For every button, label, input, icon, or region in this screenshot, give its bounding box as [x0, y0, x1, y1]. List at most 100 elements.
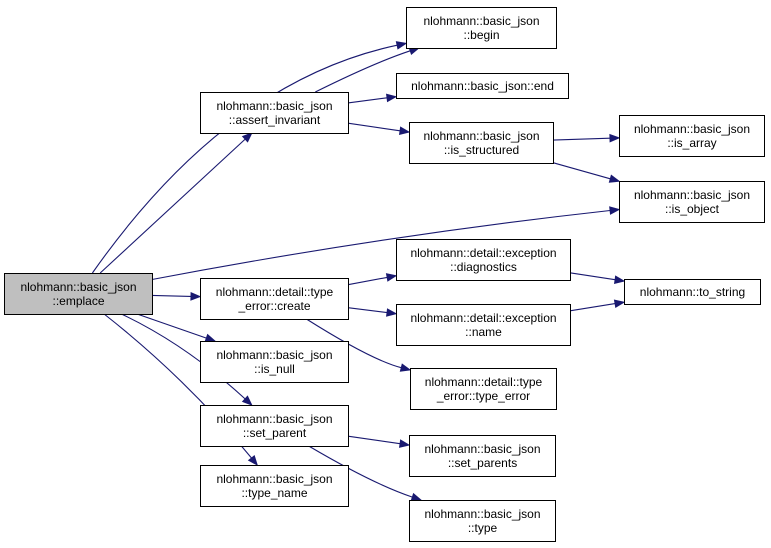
arrowhead-icon	[204, 333, 217, 343]
node-label-line: ::is_structured	[444, 143, 519, 157]
node-label-line: nlohmann::basic_json	[634, 188, 750, 202]
edge-is-structured-to-is-array	[552, 133, 621, 143]
node-set-parent[interactable]: nlohmann::basic_json::set_parent	[200, 405, 349, 447]
edge-line	[347, 122, 401, 132]
node-end[interactable]: nlohmann::basic_json::end	[396, 73, 569, 99]
node-label-line: nlohmann::basic_json	[424, 442, 540, 456]
node-box: nlohmann::basic_json::is_null	[200, 341, 349, 383]
edge-line	[347, 276, 388, 286]
arrowhead-icon	[614, 275, 626, 284]
edge-line	[308, 445, 413, 498]
node-box: nlohmann::basic_json::set_parent	[200, 405, 349, 447]
node-type-error-create[interactable]: nlohmann::detail::type_error::create	[200, 278, 349, 320]
node-label-line: nlohmann::basic_json	[423, 14, 539, 28]
arrowhead-icon	[247, 454, 259, 467]
arrowhead-icon	[410, 492, 423, 502]
arrowhead-icon	[613, 299, 626, 309]
node-box: nlohmann::basic_json::is_structured	[409, 122, 554, 164]
node-label-line: ::set_parents	[448, 456, 517, 470]
node-emplace: nlohmann::basic_json::emplace	[4, 273, 153, 315]
node-is-object[interactable]: nlohmann::basic_json::is_object	[619, 181, 765, 223]
node-label-line: nlohmann::detail::exception	[410, 311, 556, 325]
edge-line	[315, 50, 411, 93]
node-assert-invariant[interactable]: nlohmann::basic_json::assert_invariant	[200, 92, 349, 134]
node-box: nlohmann::basic_json::type_name	[200, 465, 349, 507]
node-label-line: nlohmann::detail::type	[425, 375, 543, 389]
node-diagnostics[interactable]: nlohmann::detail::exception::diagnostics	[396, 239, 571, 281]
edge-line	[99, 138, 246, 274]
node-box: nlohmann::detail::exception::diagnostics	[396, 239, 571, 281]
node-type[interactable]: nlohmann::basic_json::type	[409, 500, 556, 542]
node-begin[interactable]: nlohmann::basic_json::begin	[406, 7, 557, 49]
node-frame	[200, 92, 349, 134]
node-frame	[409, 435, 556, 477]
edge-line	[569, 303, 616, 312]
node-frame	[200, 341, 349, 383]
node-box: nlohmann::detail::type_error::type_error	[410, 368, 557, 410]
edge-line	[552, 137, 611, 141]
edge-line	[91, 44, 398, 274]
node-label-line: nlohmann::basic_json	[216, 412, 332, 426]
node-frame	[409, 500, 556, 542]
node-type-error-ctor[interactable]: nlohmann::detail::type_error::type_error	[410, 368, 557, 410]
edge-assert-invariant-to-is-structured	[347, 122, 411, 135]
edge-emplace-to-is-null	[136, 313, 217, 343]
node-label-line: ::is_array	[667, 136, 716, 150]
node-frame	[619, 115, 765, 157]
node-label-line: nlohmann::detail::type	[216, 285, 334, 299]
node-label-line: ::begin	[463, 28, 499, 42]
arrowhead-icon	[399, 126, 411, 135]
node-label-line: nlohmann::basic_json	[216, 348, 332, 362]
node-box: nlohmann::basic_json::emplace	[4, 273, 153, 315]
arrowhead-icon	[608, 174, 621, 183]
node-box: nlohmann::basic_json::assert_invariant	[200, 92, 349, 134]
node-label-line: _error::type_error	[436, 389, 530, 403]
node-frame	[396, 239, 571, 281]
node-is-null[interactable]: nlohmann::basic_json::is_null	[200, 341, 349, 383]
node-label-line: nlohmann::to_string	[640, 285, 745, 299]
call-graph-edges	[91, 41, 626, 502]
node-label-line: nlohmann::basic_json::end	[411, 79, 554, 93]
node-label-line: nlohmann::basic_json	[634, 122, 750, 136]
arrowhead-icon	[386, 308, 398, 317]
node-is-structured[interactable]: nlohmann::basic_json::is_structured	[409, 122, 554, 164]
node-frame	[406, 7, 557, 49]
arrowhead-icon	[386, 93, 398, 103]
node-set-parents[interactable]: nlohmann::basic_json::set_parents	[409, 435, 556, 477]
node-label-line: ::diagnostics	[450, 260, 517, 274]
node-label-line: ::assert_invariant	[229, 113, 321, 127]
edge-line	[151, 294, 192, 297]
node-label-line: nlohmann::basic_json	[20, 280, 136, 294]
node-exception-name[interactable]: nlohmann::detail::exception::name	[396, 304, 571, 346]
node-frame	[4, 273, 153, 315]
node-frame	[619, 181, 765, 223]
node-label-line: nlohmann::basic_json	[424, 507, 540, 521]
arrowhead-icon	[609, 206, 621, 215]
node-frame	[410, 368, 557, 410]
node-type-name[interactable]: nlohmann::basic_json::type_name	[200, 465, 349, 507]
edge-assert-invariant-to-end	[347, 93, 398, 104]
node-frame	[200, 465, 349, 507]
edge-type-error-create-to-diagnostics	[347, 273, 398, 286]
edge-line	[569, 272, 616, 281]
edge-diagnostics-to-to-string	[569, 272, 626, 284]
node-label-line: ::set_parent	[243, 426, 307, 440]
node-label-line: nlohmann::detail::exception	[410, 246, 556, 260]
arrowhead-icon	[190, 292, 202, 301]
node-label-line: nlohmann::basic_json	[423, 129, 539, 143]
arrowhead-icon	[609, 133, 621, 143]
node-frame	[396, 73, 569, 99]
node-box: nlohmann::basic_json::is_object	[619, 181, 765, 223]
edge-line	[347, 435, 401, 445]
arrowhead-icon	[395, 41, 408, 50]
arrowhead-icon	[399, 439, 411, 448]
node-is-array[interactable]: nlohmann::basic_json::is_array	[619, 115, 765, 157]
edge-line	[306, 318, 402, 369]
node-label-line: ::type_name	[241, 486, 307, 500]
node-box: nlohmann::basic_json::set_parents	[409, 435, 556, 477]
node-label-line: ::emplace	[52, 294, 104, 308]
edge-line	[136, 313, 207, 339]
edge-emplace-to-assert-invariant	[99, 132, 253, 274]
edge-type-error-create-to-type-error-ctor	[306, 318, 412, 372]
node-to-string[interactable]: nlohmann::to_string	[624, 279, 761, 305]
